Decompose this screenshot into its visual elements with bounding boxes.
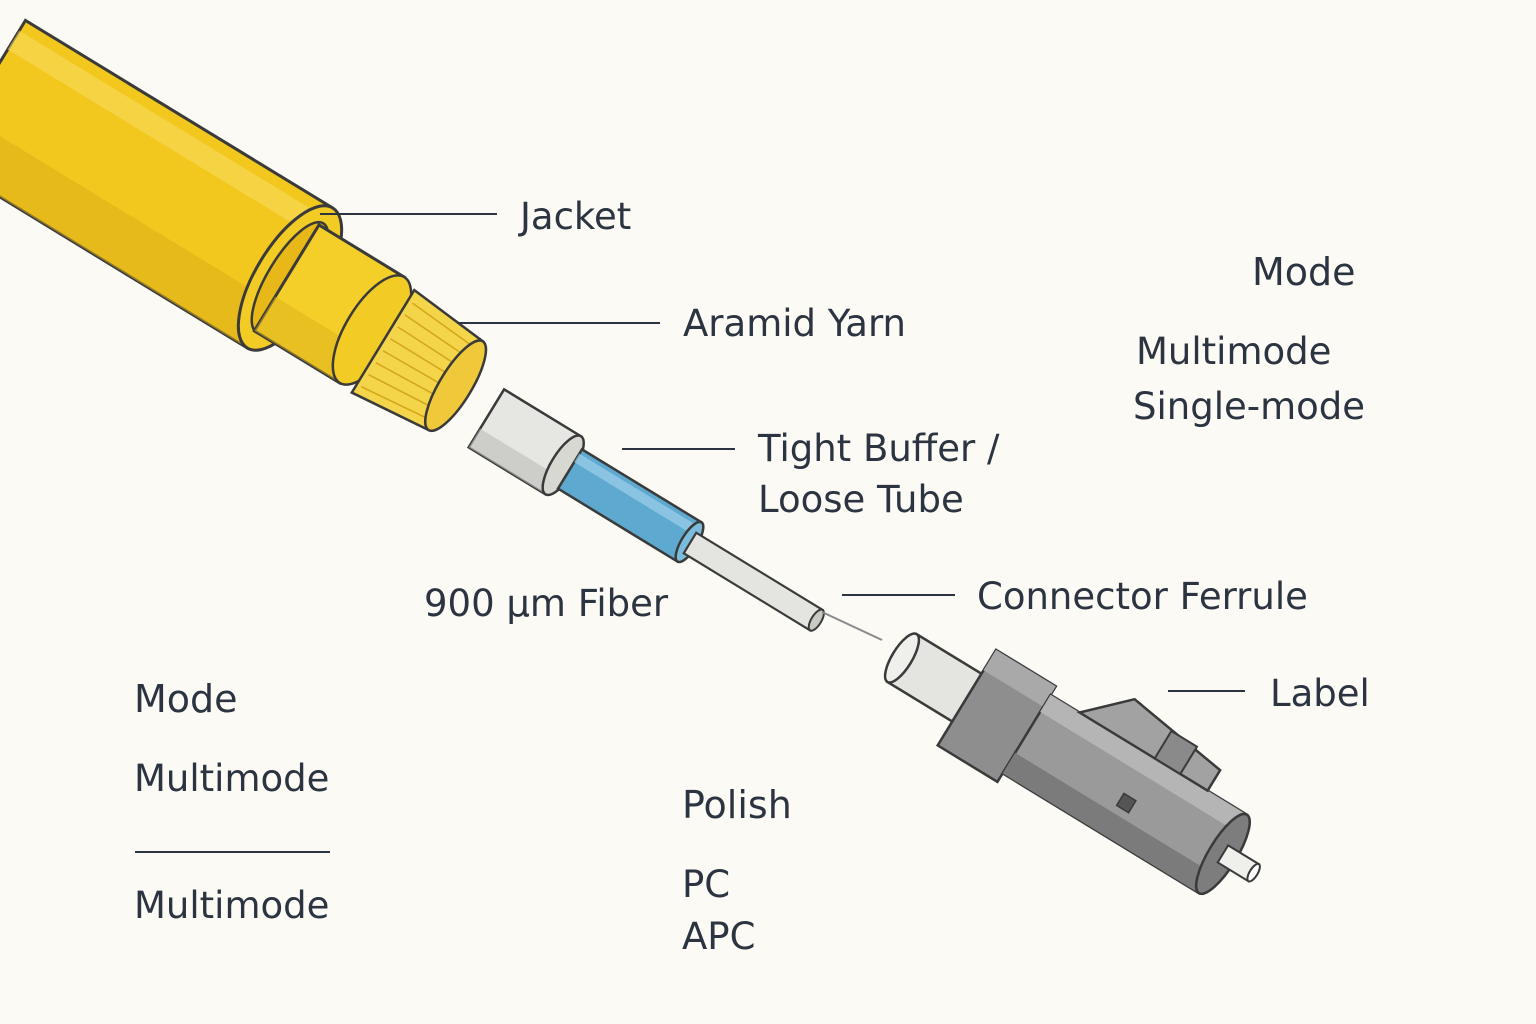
polish-option-pc: PC <box>682 863 731 906</box>
connector-label: Label <box>1270 672 1370 715</box>
mode-option-singlemode-right: Single-mode <box>1133 385 1366 428</box>
fiber-label: 900 µm Fiber <box>424 582 669 625</box>
mode-heading-right: Mode <box>1252 250 1356 294</box>
mode-heading-left: Mode <box>134 677 238 721</box>
fiber-900um <box>682 531 825 632</box>
buffer-label-line2: Loose Tube <box>758 478 964 521</box>
ferrule-label: Connector Ferrule <box>977 575 1308 618</box>
mode-option-1-left: Multimode <box>134 757 330 800</box>
buffer-tube <box>466 387 585 497</box>
polish-option-apc: APC <box>682 915 756 958</box>
bare-fiber <box>821 611 883 641</box>
tight-buffer <box>556 447 705 564</box>
mode-option-multimode-right: Multimode <box>1136 330 1332 373</box>
connector <box>883 632 1261 896</box>
polish-heading: Polish <box>682 783 792 827</box>
mode-option-2-left: Multimode <box>134 884 330 927</box>
aramid-yarn <box>350 288 488 433</box>
aramid-yarn-label: Aramid Yarn <box>683 302 906 345</box>
inner-sheath <box>252 222 413 386</box>
jacket-label: Jacket <box>520 195 632 238</box>
buffer-label-line1: Tight Buffer / <box>758 427 1000 470</box>
